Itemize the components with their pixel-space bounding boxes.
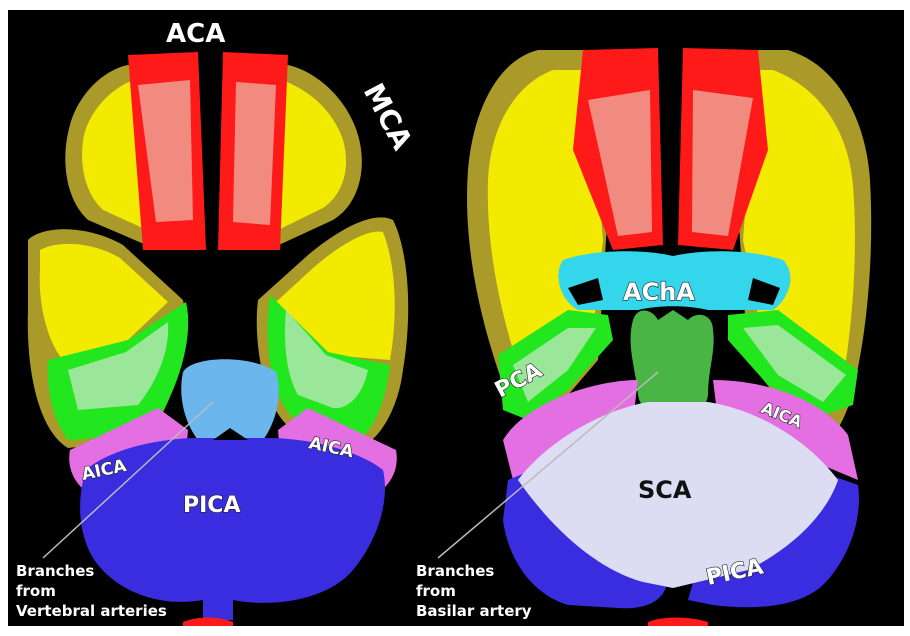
label-sca: SCA [638, 476, 692, 504]
caption-vertebral-line3: Vertebral arteries [16, 602, 167, 620]
left-vertebral-branch-territory [181, 359, 279, 440]
caption-basilar-line2: from [416, 582, 456, 600]
caption-basilar-line1: Branches [416, 562, 494, 580]
left-aca-inner-2 [233, 82, 276, 225]
caption-vertebral-line1: Branches [16, 562, 94, 580]
caption-vertebral-line2: from [16, 582, 56, 600]
label-pica-left: PICA [183, 493, 240, 518]
vascular-territories-diagram: ACA MCA AICA AICA PICA Branches from Ver… [8, 10, 904, 626]
label-acha: AChA [623, 278, 695, 306]
caption-basilar-line3: Basilar artery [416, 602, 532, 620]
label-aca-left: ACA [166, 19, 225, 49]
